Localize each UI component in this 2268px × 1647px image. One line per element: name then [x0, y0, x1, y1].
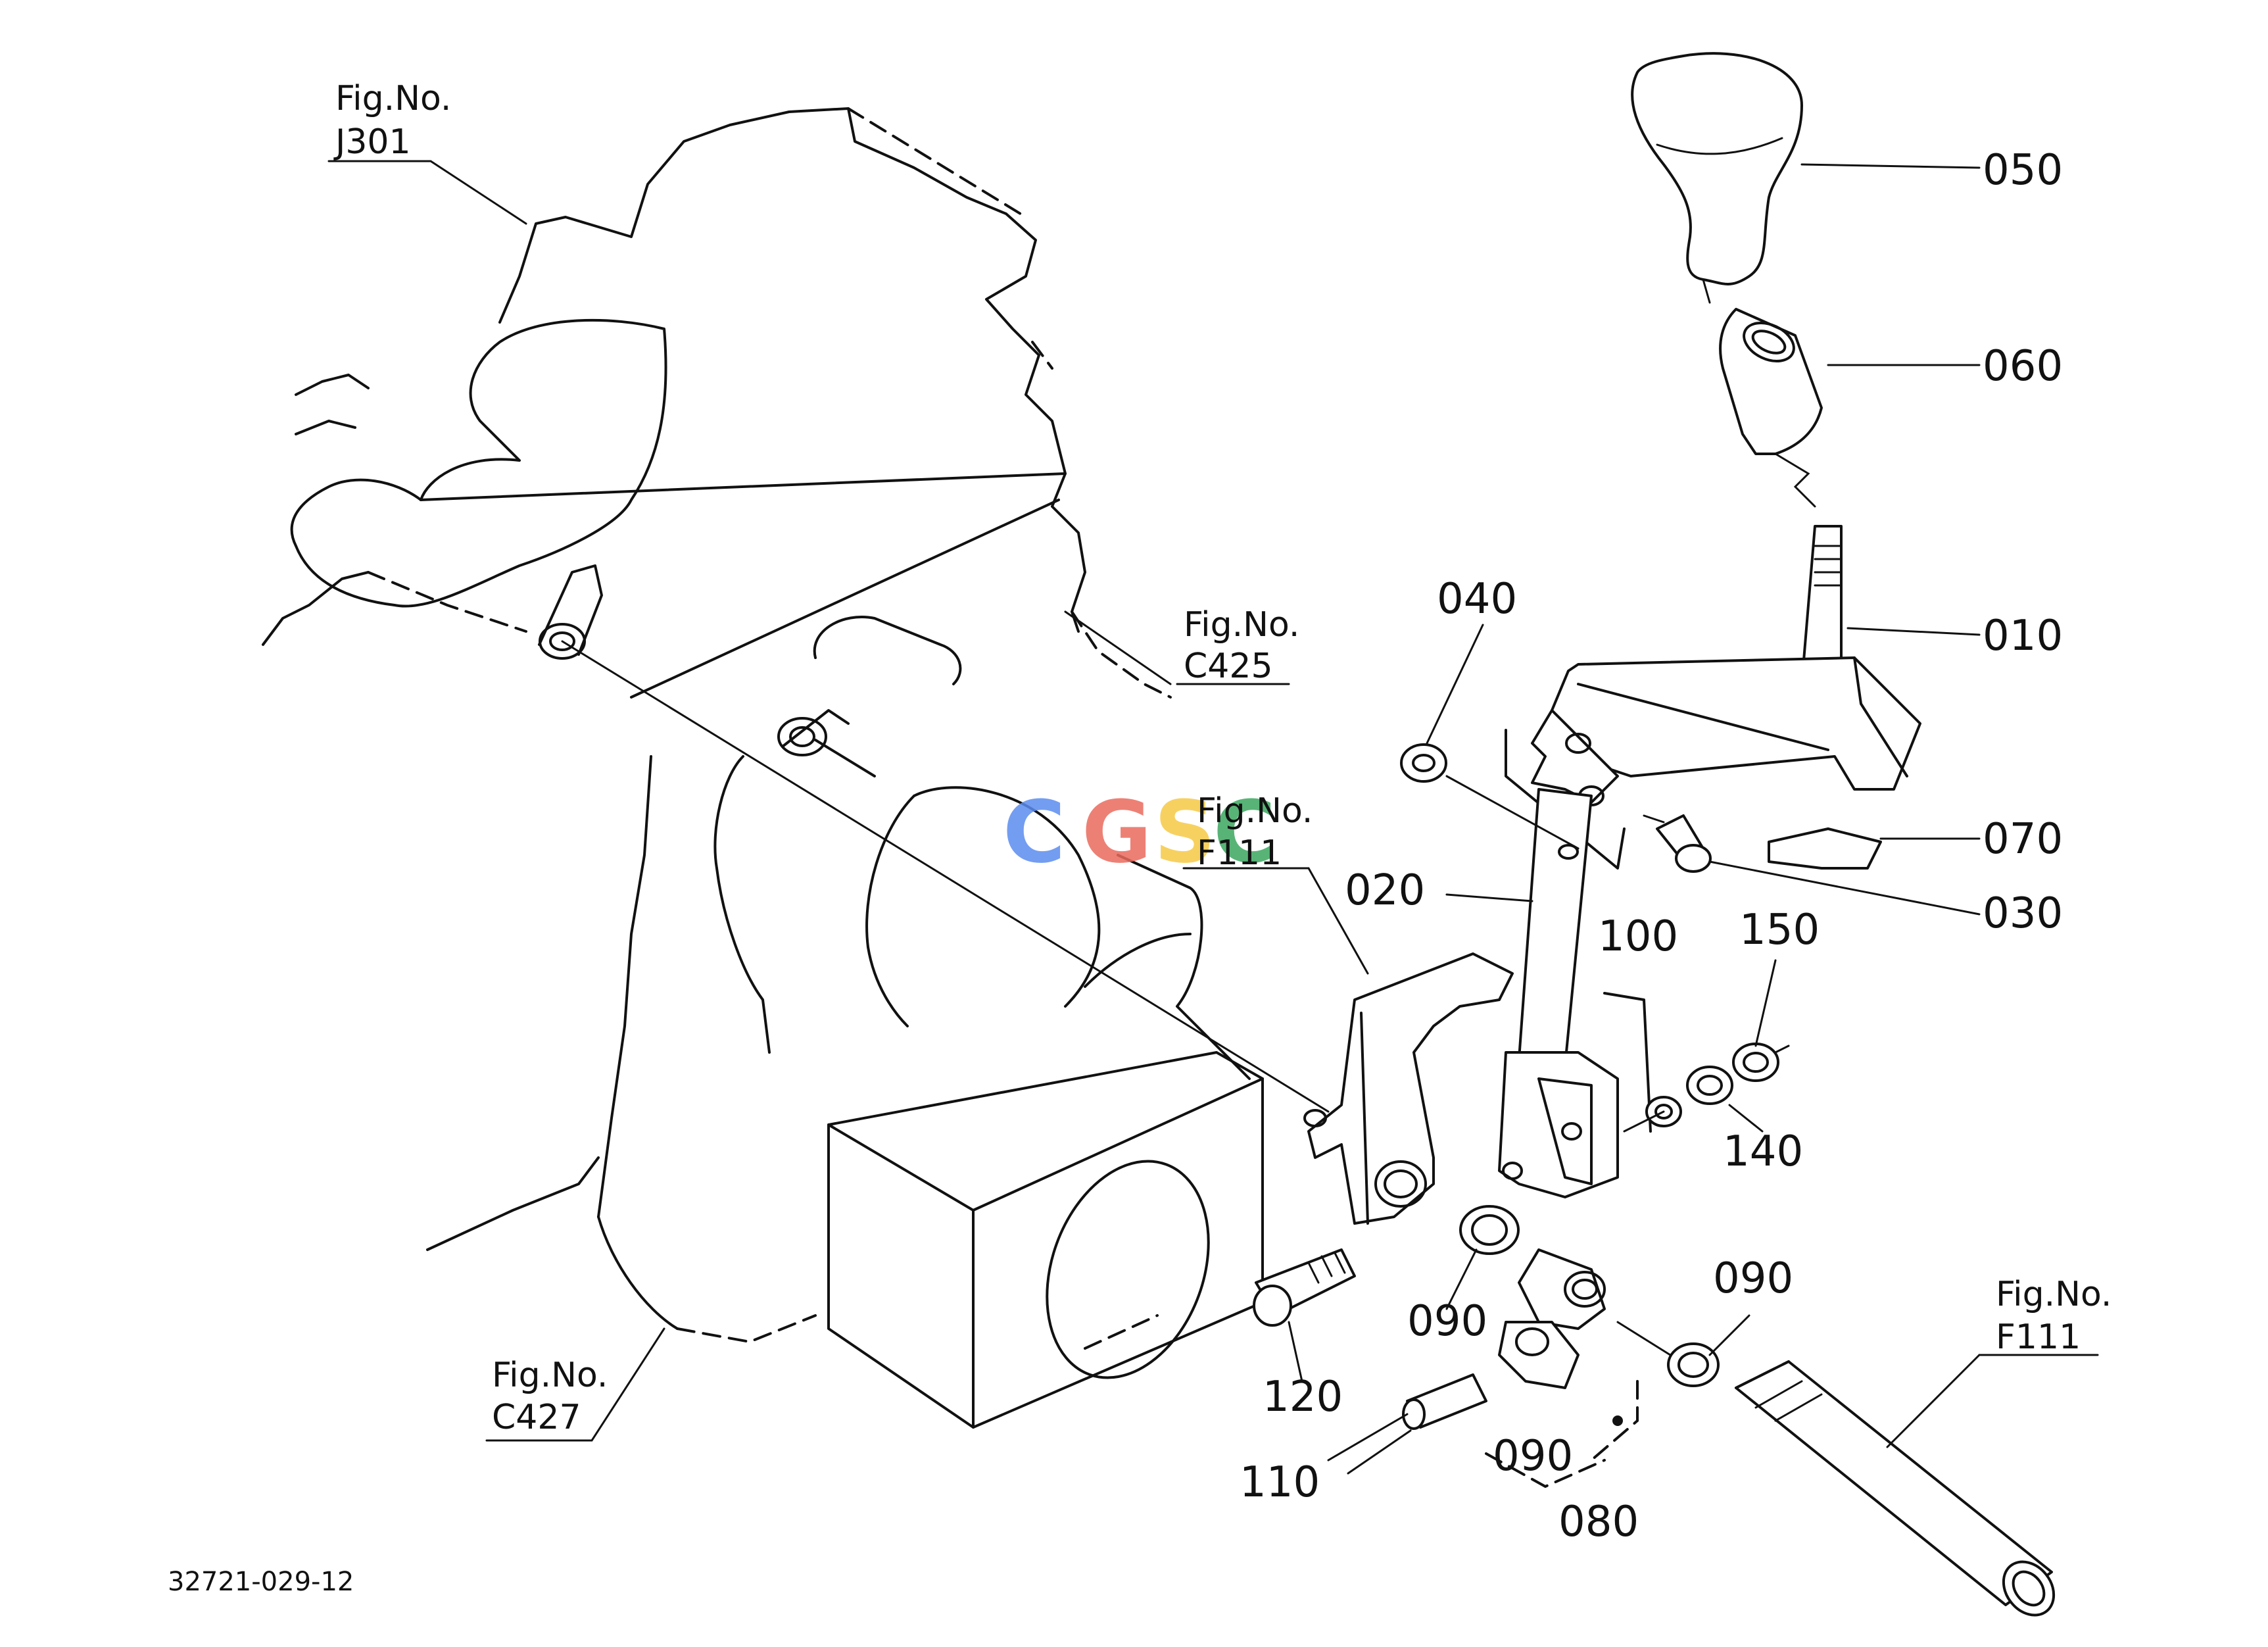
bolt-120 [1253, 1248, 1356, 1327]
bushing-090-right [1616, 1321, 1720, 1387]
fig-ref-j301: Fig.No. J301 [333, 79, 451, 162]
part-label-140: 140 [1723, 1127, 1803, 1176]
leader-lines [327, 160, 2099, 1475]
shift-lever-rod [1551, 525, 1921, 791]
washer-140 [1686, 1066, 1733, 1105]
fig-ref-f111-center-title: Fig.No. [1197, 791, 1313, 831]
part-label-020: 020 [1345, 866, 1425, 915]
washer-100 [1603, 992, 1682, 1133]
collar-090-middle [1518, 1248, 1606, 1330]
fig-ref-j301-number: J301 [333, 122, 411, 162]
shaft-f111 [1735, 1360, 2056, 1617]
part-label-010: 010 [1983, 612, 2063, 660]
watermark-letter-c2: C [1213, 782, 1276, 882]
part-label-030: 030 [1983, 889, 2063, 938]
engine-housing [262, 107, 1330, 1429]
watermark-letter-s: S [1154, 782, 1216, 882]
knob-insert [1719, 308, 1823, 508]
bushing-090-upper [1459, 1205, 1520, 1255]
link-bracket [1303, 952, 1514, 1225]
fig-ref-f111-center-number: F111 [1197, 833, 1282, 873]
fig-ref-c425-title: Fig.No. [1184, 605, 1299, 645]
part-label-070: 070 [1983, 815, 2063, 864]
watermark-letter-c1: C [1003, 782, 1065, 882]
bolt-030 [1643, 814, 1712, 873]
fig-ref-f111-right-title: Fig.No. [1996, 1275, 2111, 1314]
nut-040 [1400, 743, 1580, 850]
fig-ref-c425: Fig.No. C425 [1184, 605, 1299, 686]
part-label-120: 120 [1263, 1373, 1343, 1421]
part-labels: 050 060 010 040 070 020 030 100 150 140 … [1240, 146, 2063, 1546]
part-label-110: 110 [1240, 1458, 1320, 1507]
part-label-050: 050 [1983, 146, 2063, 195]
fig-ref-f111-right: Fig.No. F111 [1996, 1275, 2111, 1357]
watermark-letter-g: G [1082, 782, 1152, 882]
fig-ref-j301-title: Fig.No. [335, 79, 451, 118]
part-label-150: 150 [1739, 906, 1820, 954]
fig-ref-f111-center: Fig.No. F111 [1197, 791, 1313, 873]
joint-080 [1485, 1321, 1639, 1488]
part-label-040: 040 [1437, 575, 1517, 624]
part-label-100: 100 [1598, 912, 1678, 961]
fig-ref-c427-number: C427 [492, 1398, 581, 1437]
watermark-logo: C G S C [1003, 782, 1276, 882]
pin-110 [1327, 1373, 1487, 1462]
drawing-number: 32721-029-12 [168, 1567, 354, 1597]
part-label-090-right: 090 [1713, 1254, 1793, 1303]
fig-ref-c427: Fig.No. C427 [492, 1356, 608, 1437]
fig-ref-c425-number: C425 [1184, 647, 1273, 686]
nut-150 [1732, 1043, 1790, 1082]
fig-ref-f111-right-number: F111 [1996, 1317, 2081, 1357]
pad-070 [1768, 827, 1882, 870]
part-label-090-lower: 090 [1493, 1432, 1573, 1481]
part-label-080: 080 [1558, 1498, 1639, 1546]
fig-ref-c427-title: Fig.No. [492, 1356, 608, 1395]
part-label-090-upper: 090 [1407, 1297, 1487, 1346]
lever-bracket [1498, 709, 1626, 1198]
part-label-060: 060 [1983, 342, 2063, 391]
shift-knob [1631, 52, 1803, 304]
